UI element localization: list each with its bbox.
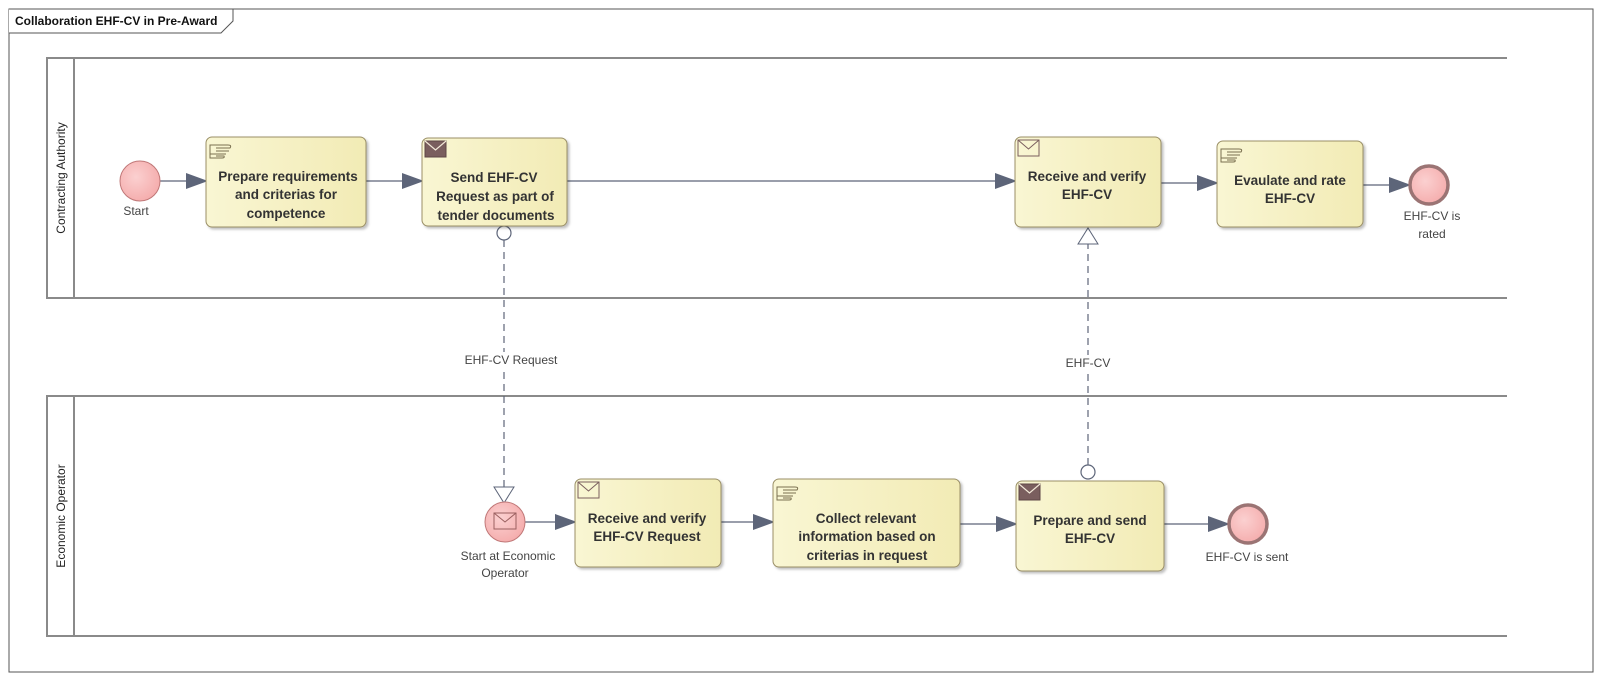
- task-send-request[interactable]: Send EHF-CV Request as part of tender do…: [421, 137, 568, 227]
- task-text-line3: tender documents: [437, 208, 554, 223]
- message-start-event-operator[interactable]: Start at Economic Operator: [461, 501, 556, 580]
- start-event[interactable]: Start: [119, 160, 161, 218]
- task-prepare-send[interactable]: Prepare and send EHF-CV: [1015, 480, 1165, 572]
- end-event-cv-rated[interactable]: EHF-CV is rated: [1404, 164, 1461, 241]
- pool-contracting-authority[interactable]: Contracting Authority: [46, 57, 1507, 299]
- message-flow-cv[interactable]: EHF-CV: [1064, 227, 1112, 480]
- manual-task-hand-icon: [1220, 148, 1243, 163]
- lane-label-economic-operator: Economic Operator: [54, 464, 68, 567]
- end-event-sent-label: EHF-CV is sent: [1206, 550, 1289, 564]
- task-evaluate-rate[interactable]: Evaulate and rate EHF-CV: [1216, 140, 1364, 228]
- diagram-title: Collaboration EHF-CV in Pre-Award: [15, 14, 217, 28]
- envelope-icon: [493, 512, 517, 530]
- receive-envelope-icon: [1017, 139, 1040, 157]
- task-text-line3: criterias in request: [807, 548, 928, 563]
- receive-envelope-icon: [577, 481, 600, 499]
- task-text-line2: Request as part of: [436, 189, 554, 204]
- task-text-line1: Evaulate and rate: [1234, 173, 1346, 188]
- task-text-line2: EHF-CV: [1265, 191, 1315, 206]
- message-flow-label-request: EHF-CV Request: [465, 353, 558, 367]
- task-collect-information[interactable]: Collect relevant information based on cr…: [772, 478, 961, 568]
- message-flow-origin-circle: [496, 225, 512, 241]
- message-flow-origin-circle: [1080, 464, 1096, 480]
- start-event-label: Start: [123, 204, 149, 218]
- lane-label-contracting-authority: Contracting Authority: [54, 122, 68, 233]
- sequence-flows-authority: [160, 173, 1411, 193]
- task-text-line1: Prepare and send: [1033, 513, 1146, 528]
- start-operator-label-line2: Operator: [481, 566, 528, 580]
- task-text-line2: EHF-CV: [1062, 187, 1112, 202]
- task-prepare-requirements[interactable]: Prepare requirements and criterias for c…: [205, 136, 367, 228]
- end-event-cv-sent[interactable]: EHF-CV is sent: [1206, 503, 1289, 564]
- task-text-line1: Collect relevant: [816, 511, 917, 526]
- sequence-flows-operator: [525, 514, 1230, 532]
- task-text-line2: information based on: [798, 529, 935, 544]
- task-text-line2: and criterias for: [235, 187, 338, 202]
- end-event-label-line1: EHF-CV is: [1404, 209, 1461, 223]
- diagram-frame: Collaboration EHF-CV in Pre-Award: [8, 8, 1594, 673]
- task-text-line2: EHF-CV: [1065, 531, 1115, 546]
- task-text-line1: Prepare requirements: [218, 169, 358, 184]
- start-operator-label-line1: Start at Economic: [461, 549, 556, 563]
- manual-task-hand-icon: [209, 144, 232, 159]
- task-text-line1: Receive and verify: [588, 511, 707, 526]
- message-flow-label-cv: EHF-CV: [1066, 356, 1111, 370]
- task-receive-verify-request[interactable]: Receive and verify EHF-CV Request: [574, 478, 722, 568]
- task-text-line1: Send EHF-CV: [450, 170, 537, 185]
- task-receive-verify-cv[interactable]: Receive and verify EHF-CV: [1014, 136, 1162, 228]
- pool-economic-operator[interactable]: Economic Operator: [46, 395, 1507, 637]
- send-envelope-icon: [1018, 483, 1041, 501]
- message-flow-request[interactable]: EHF-CV Request: [462, 225, 558, 504]
- task-text-line3: competence: [247, 206, 326, 221]
- end-event-label-line2: rated: [1418, 227, 1445, 241]
- manual-task-hand-icon: [776, 486, 799, 501]
- task-text-line1: Receive and verify: [1028, 169, 1147, 184]
- send-envelope-icon: [424, 140, 447, 158]
- task-text-line2: EHF-CV Request: [593, 529, 701, 544]
